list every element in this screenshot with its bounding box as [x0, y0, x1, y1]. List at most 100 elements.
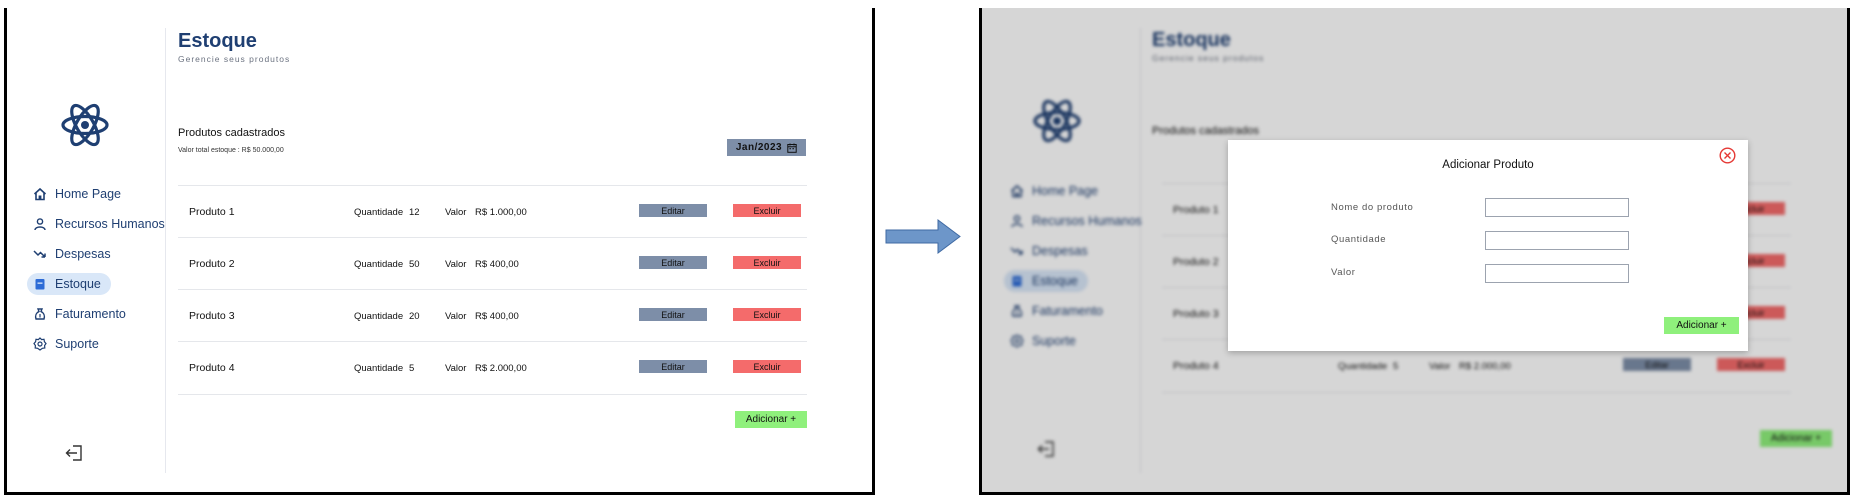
quantity-input[interactable]: [1485, 231, 1629, 250]
edit-button[interactable]: Editar: [639, 204, 707, 217]
sidebar-item-recursos-humanos[interactable]: Recursos Humanos: [27, 213, 175, 235]
product-name: Produto 3: [189, 310, 235, 322]
edit-button[interactable]: Editar: [1623, 358, 1691, 371]
add-product-modal: Adicionar Produto Nome do produto Quanti…: [1228, 140, 1748, 351]
value-label: Valor: [1429, 361, 1451, 372]
quantity-value: 50: [409, 259, 420, 270]
delete-button[interactable]: Excluir: [733, 308, 801, 321]
sidebar-item-label: Despesas: [55, 247, 111, 261]
modal-add-button[interactable]: Adicionar +: [1664, 317, 1739, 334]
quantity-value: 5: [1393, 361, 1399, 372]
add-product-button[interactable]: Adicionar +: [1760, 430, 1832, 447]
delete-button[interactable]: Excluir: [1717, 358, 1785, 371]
value-value: R$ 1.000,00: [475, 207, 527, 218]
sidebar-divider: [165, 28, 166, 473]
react-atom-icon: [61, 103, 109, 147]
page-title: Estoque: [178, 30, 257, 52]
user-icon: [1010, 214, 1024, 228]
sidebar-item-home[interactable]: Home Page: [27, 183, 131, 205]
quantity-label: Quantidade: [354, 207, 404, 218]
box-icon: [1010, 274, 1024, 288]
inventory-screen: Home Page Recursos Humanos Despesas Esto…: [4, 8, 875, 495]
sidebar-item-label: Faturamento: [55, 307, 126, 321]
logout-icon[interactable]: [1037, 440, 1057, 458]
edit-button[interactable]: Editar: [639, 360, 707, 373]
money-bag-icon: [33, 307, 47, 321]
sidebar-item-label: Home Page: [55, 187, 122, 201]
support-badge-icon: [1010, 334, 1024, 348]
sidebar-item-label: Faturamento: [1032, 304, 1103, 318]
sidebar-item-estoque[interactable]: Estoque: [1004, 270, 1088, 292]
box-icon: [33, 277, 47, 291]
sidebar-item-faturamento[interactable]: Faturamento: [27, 303, 136, 325]
close-circle-icon[interactable]: [1719, 147, 1736, 164]
sidebar-item-suporte[interactable]: Suporte: [27, 333, 109, 355]
sidebar-divider: [1140, 28, 1141, 473]
quantity-label: Quantidade: [354, 311, 404, 322]
table-row: Produto 2 Quantidade 50 Valor R$ 400,00 …: [178, 237, 807, 290]
sidebar-item-despesas[interactable]: Despesas: [27, 243, 121, 265]
sidebar-item-recursos-humanos[interactable]: Recursos Humanos: [1004, 210, 1152, 232]
product-name: Produto 3: [1173, 308, 1219, 320]
money-bag-icon: [1010, 304, 1024, 318]
quantity-value: 5: [409, 363, 415, 374]
value-value: R$ 400,00: [475, 259, 519, 270]
edit-button[interactable]: Editar: [639, 308, 707, 321]
quantity-value: 12: [409, 207, 420, 218]
support-badge-icon: [33, 337, 47, 351]
quantity-label: Quantidade: [354, 259, 404, 270]
sidebar-item-label: Suporte: [1032, 334, 1076, 348]
page-title: Estoque: [1152, 29, 1231, 51]
quantity-label: Quantidade: [354, 363, 404, 374]
quantity-field-label: Quantidade: [1331, 234, 1387, 245]
sidebar-item-label: Estoque: [55, 277, 101, 291]
section-title: Produtos cadastrados: [178, 127, 286, 139]
delete-button[interactable]: Excluir: [733, 256, 801, 269]
sidebar-item-label: Suporte: [55, 337, 99, 351]
sidebar-item-label: Estoque: [1032, 274, 1078, 288]
sidebar-item-label: Recursos Humanos: [55, 217, 165, 231]
product-name: Produto 4: [189, 362, 235, 374]
delete-button[interactable]: Excluir: [733, 204, 801, 217]
sidebar-item-home[interactable]: Home Page: [1004, 180, 1108, 202]
calendar-icon: [787, 143, 797, 153]
trending-down-icon: [1010, 244, 1024, 258]
table-row: Produto 4 Quantidade 5 Valor R$ 2.000,00…: [178, 341, 807, 395]
sidebar-item-faturamento[interactable]: Faturamento: [1004, 300, 1113, 322]
product-name: Produto 1: [1173, 204, 1219, 216]
month-label: Jan/2023: [735, 142, 783, 153]
edit-button[interactable]: Editar: [639, 256, 707, 269]
page-subtitle: Gerencie seus produtos: [178, 54, 291, 64]
value-label: Valor: [445, 311, 467, 322]
delete-button[interactable]: Excluir: [733, 360, 801, 373]
page-subtitle: Gerencie seus produtos: [1152, 53, 1265, 63]
value-input[interactable]: [1485, 264, 1629, 283]
sidebar-item-suporte[interactable]: Suporte: [1004, 330, 1086, 352]
sidebar-item-label: Recursos Humanos: [1032, 214, 1142, 228]
stock-total-value: Valor total estoque : R$ 50.000,00: [178, 147, 284, 154]
section-title: Produtos cadastrados: [1152, 125, 1260, 137]
logout-icon[interactable]: [65, 444, 85, 462]
value-value: R$ 2.000,00: [1459, 361, 1511, 372]
month-picker[interactable]: Jan/2023: [727, 139, 806, 156]
product-name: Produto 2: [1173, 256, 1219, 268]
product-name: Produto 4: [1173, 360, 1219, 372]
product-name-label: Nome do produto: [1331, 202, 1414, 213]
quantity-label: Quantidade: [1338, 361, 1388, 372]
inventory-screen-with-modal: Home Page Recursos Humanos Despesas Esto…: [979, 8, 1850, 495]
value-label: Valor: [445, 363, 467, 374]
home-icon: [33, 187, 47, 201]
user-icon: [33, 217, 47, 231]
sidebar-item-estoque[interactable]: Estoque: [27, 273, 111, 295]
arrow-right-icon: [885, 219, 961, 254]
product-name: Produto 1: [189, 206, 235, 218]
react-atom-icon: [1033, 99, 1081, 143]
product-name-input[interactable]: [1485, 198, 1629, 217]
quantity-value: 20: [409, 311, 420, 322]
sidebar-item-despesas[interactable]: Despesas: [1004, 240, 1098, 262]
table-row: Produto 1 Quantidade 12 Valor R$ 1.000,0…: [178, 185, 807, 238]
trending-down-icon: [33, 247, 47, 261]
add-product-button[interactable]: Adicionar +: [735, 411, 807, 428]
sidebar-item-label: Home Page: [1032, 184, 1099, 198]
product-name: Produto 2: [189, 258, 235, 270]
